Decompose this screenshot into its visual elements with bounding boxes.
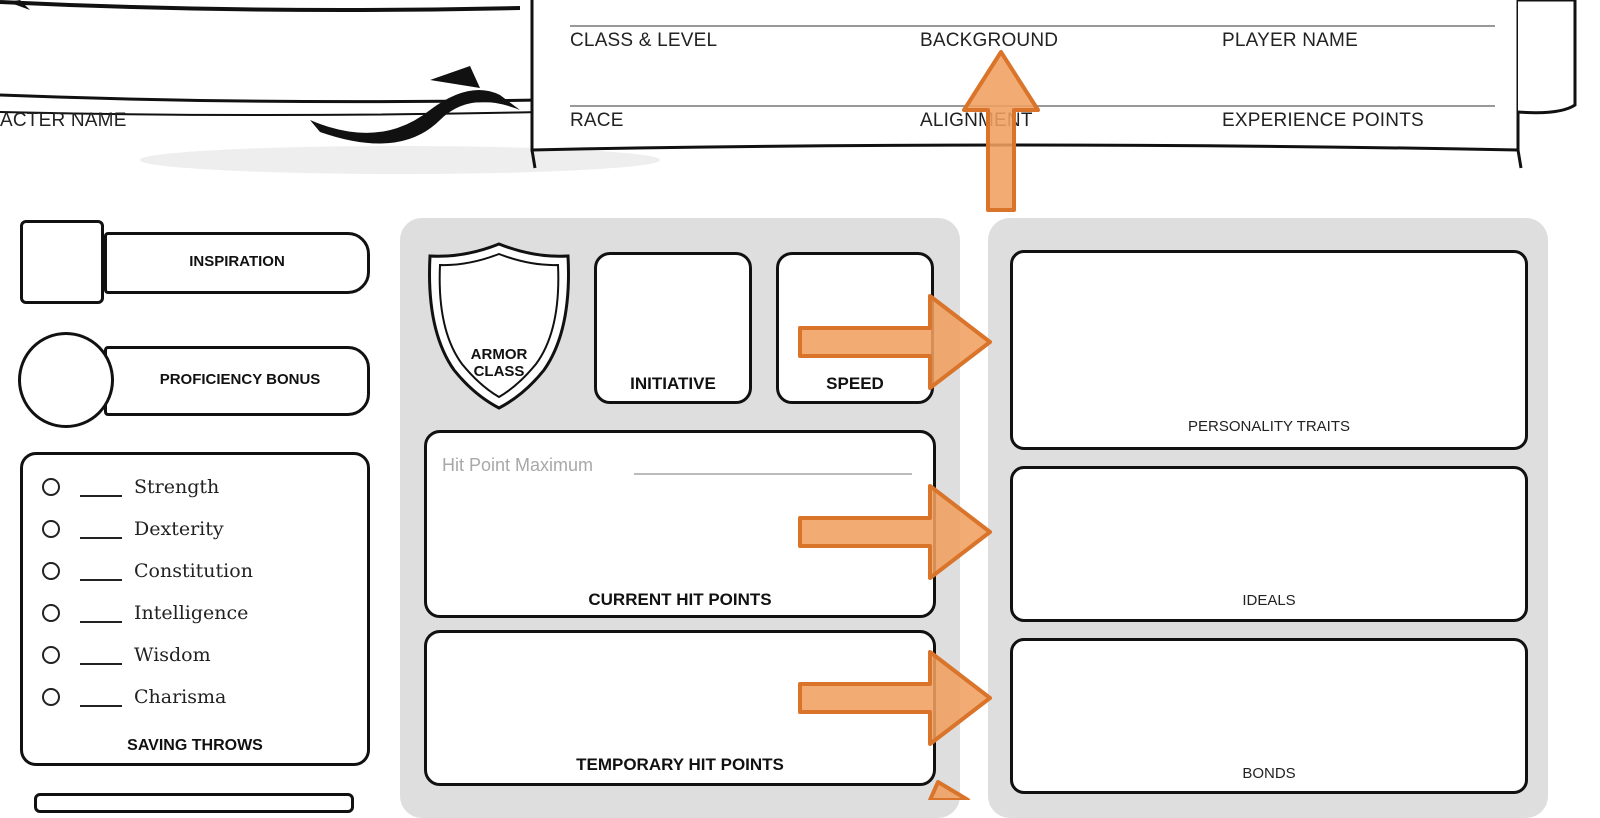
- race-label: RACE: [570, 110, 624, 131]
- saving-throw-row[interactable]: Wisdom: [42, 644, 362, 670]
- initiative-label: INITIATIVE: [630, 374, 716, 393]
- proficiency-circle[interactable]: [42, 604, 60, 622]
- inspiration-box[interactable]: [20, 220, 104, 304]
- speed-label: SPEED: [826, 374, 884, 393]
- header-scroll-art: [0, 0, 1577, 174]
- modifier-blank[interactable]: [80, 705, 122, 707]
- inspiration-label: INSPIRATION: [189, 253, 285, 270]
- shield-icon: [428, 242, 570, 410]
- proficiency-bonus-banner: [104, 346, 370, 416]
- proficiency-circle[interactable]: [42, 646, 60, 664]
- ideals-box[interactable]: [1010, 466, 1528, 622]
- saving-throw-row[interactable]: Dexterity: [42, 518, 362, 544]
- modifier-blank[interactable]: [80, 579, 122, 581]
- saving-throw-name: Charisma: [134, 686, 227, 708]
- proficiency-circle[interactable]: [42, 478, 60, 496]
- saving-throws-box: [20, 452, 370, 766]
- experience-points-label: EXPERIENCE POINTS: [1222, 110, 1424, 131]
- saving-throw-name: Wisdom: [134, 644, 211, 666]
- character-name-label: ACTER NAME: [0, 110, 127, 131]
- armor-class-label: ARMOR CLASS: [470, 346, 528, 380]
- hit-point-maximum-label: Hit Point Maximum: [442, 455, 594, 475]
- saving-throw-name: Intelligence: [134, 602, 249, 624]
- initiative-box[interactable]: [594, 252, 752, 404]
- alignment-label: ALIGNMENT: [920, 110, 1033, 131]
- temporary-hit-points-label: TEMPORARY HIT POINTS: [576, 755, 784, 774]
- saving-throw-row[interactable]: Intelligence: [42, 602, 362, 628]
- inspiration-banner: [104, 232, 370, 294]
- saving-throw-row[interactable]: Strength: [42, 476, 362, 502]
- proficiency-bonus-label: PROFICIENCY BONUS: [159, 371, 321, 388]
- modifier-blank[interactable]: [80, 495, 122, 497]
- skills-box-edge: [34, 793, 354, 813]
- proficiency-circle[interactable]: [42, 520, 60, 538]
- background-label: BACKGROUND: [920, 30, 1059, 51]
- saving-throws-label: SAVING THROWS: [127, 737, 263, 754]
- modifier-blank[interactable]: [80, 621, 122, 623]
- personality-traits-box[interactable]: [1010, 250, 1528, 450]
- saving-throw-name: Constitution: [134, 560, 253, 582]
- proficiency-circle[interactable]: [42, 688, 60, 706]
- bonds-label: BONDS: [1242, 765, 1296, 782]
- bonds-box[interactable]: [1010, 638, 1528, 794]
- class-level-label: CLASS & LEVEL: [570, 30, 718, 51]
- saving-throw-name: Strength: [134, 476, 220, 498]
- proficiency-circle[interactable]: [42, 562, 60, 580]
- saving-throw-name: Dexterity: [134, 518, 224, 540]
- saving-throw-row[interactable]: Constitution: [42, 560, 362, 586]
- player-name-label: PLAYER NAME: [1222, 30, 1358, 51]
- saving-throw-row[interactable]: Charisma: [42, 686, 362, 712]
- modifier-blank[interactable]: [80, 537, 122, 539]
- modifier-blank[interactable]: [80, 663, 122, 665]
- ideals-label: IDEALS: [1242, 592, 1296, 609]
- personality-traits-label: PERSONALITY TRAITS: [1188, 418, 1350, 435]
- current-hit-points-label: CURRENT HIT POINTS: [588, 590, 772, 609]
- hit-point-maximum-line[interactable]: [634, 473, 912, 475]
- proficiency-bonus-circle[interactable]: [18, 332, 114, 428]
